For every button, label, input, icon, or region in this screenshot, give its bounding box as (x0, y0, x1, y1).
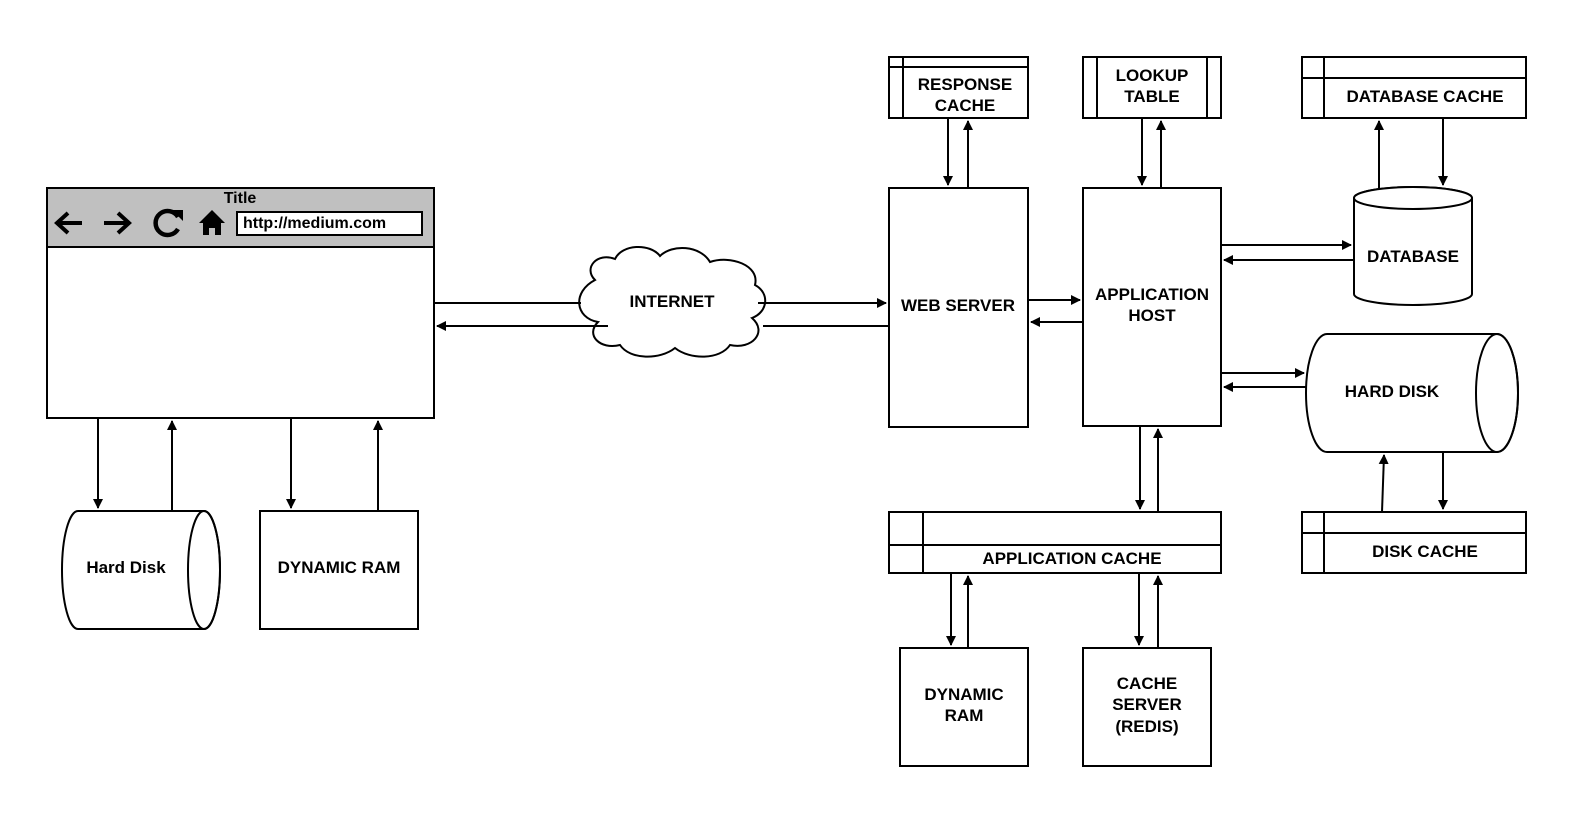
web-server: WEB SERVER (888, 187, 1029, 428)
database-label: DATABASE (1367, 247, 1459, 266)
arrow-disk-cache-to-hard-disk (1378, 454, 1389, 513)
browser-title: Title (224, 190, 257, 207)
client-hard-disk: Hard Disk (61, 510, 221, 630)
client-dynamic-ram-label: DYNAMIC RAM (278, 558, 401, 577)
internet-label: INTERNET (630, 292, 716, 311)
database: DATABASE (1353, 186, 1473, 306)
server-hard-disk-label: HARD DISK (1345, 382, 1440, 401)
server-dynamic-ram-label-2: RAM (945, 706, 984, 725)
server-hard-disk: HARD DISK (1305, 333, 1519, 453)
server-dynamic-ram: DYNAMIC RAM (899, 647, 1029, 767)
forward-arrow-icon[interactable] (104, 211, 132, 235)
client-hard-disk-label: Hard Disk (86, 558, 166, 577)
home-icon[interactable] (199, 210, 225, 235)
url-text: http://medium.com (243, 215, 386, 232)
disk-cache: DISK CACHE (1301, 511, 1527, 574)
server-dynamic-ram-label: DYNAMIC (924, 685, 1003, 704)
browser-window: Title http://medium.com (46, 187, 435, 419)
cache-server-label-2: SERVER (1112, 695, 1182, 714)
lookup-table: LOOKUP TABLE (1082, 56, 1222, 119)
disk-cache-label: DISK CACHE (1372, 542, 1478, 561)
database-cache-label: DATABASE CACHE (1346, 87, 1503, 106)
back-arrow-icon[interactable] (54, 211, 82, 235)
response-cache-label: RESPONSE (918, 75, 1012, 94)
cache-server-label-3: (REDIS) (1115, 717, 1178, 736)
url-bar[interactable] (236, 211, 423, 236)
cache-server-redis: CACHE SERVER (REDIS) (1082, 647, 1212, 767)
application-host-label: APPLICATION (1095, 285, 1209, 304)
database-cache: DATABASE CACHE (1301, 56, 1527, 119)
response-cache: RESPONSE CACHE (888, 56, 1029, 119)
application-cache: APPLICATION CACHE (888, 511, 1222, 574)
response-cache-label-2: CACHE (935, 96, 995, 115)
lookup-table-label-2: TABLE (1124, 87, 1179, 106)
client-dynamic-ram: DYNAMIC RAM (259, 510, 419, 630)
application-cache-label: APPLICATION CACHE (982, 549, 1161, 568)
web-server-label: WEB SERVER (901, 296, 1015, 315)
application-host-label-2: HOST (1128, 306, 1176, 325)
cache-server-label: CACHE (1117, 674, 1177, 693)
lookup-table-label: LOOKUP (1116, 66, 1189, 85)
internet-cloud: INTERNET (578, 246, 767, 358)
application-host: APPLICATION HOST (1082, 187, 1222, 427)
reload-icon[interactable] (153, 208, 183, 238)
